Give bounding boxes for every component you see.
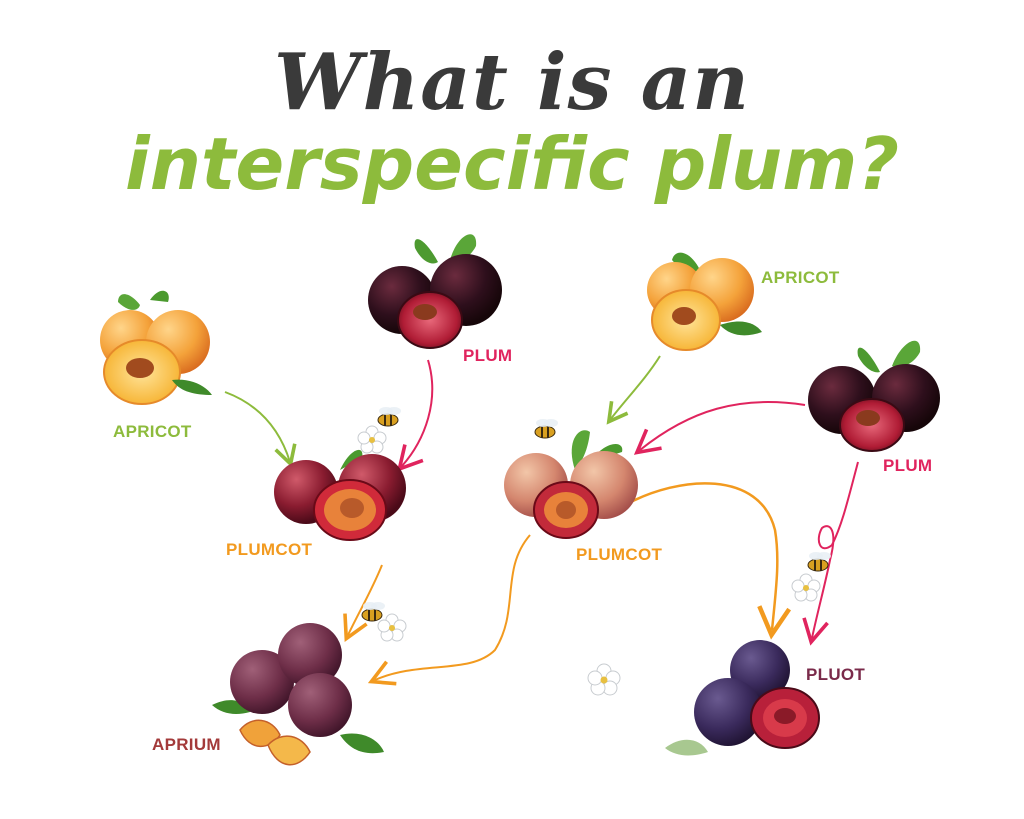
- label-apricot-right: APRICOT: [761, 268, 840, 287]
- plum-right-fruit: [808, 340, 940, 452]
- arrow-plumcot-center-to-pluot: [624, 482, 792, 640]
- pluot-fruit: [665, 640, 820, 756]
- blossom-icon-1: [357, 425, 387, 454]
- arrow-plum-right-to-plumcot: [633, 401, 806, 455]
- arrow-plumcot-center-to-aprium: [367, 534, 531, 686]
- label-apricot-left: APRICOT: [113, 422, 192, 441]
- arrow-plumcot-to-aprium: [343, 564, 383, 642]
- arrows: [224, 355, 859, 686]
- label-plum-top: PLUM: [463, 346, 513, 365]
- label-pluot: PLUOT: [806, 665, 866, 684]
- label-aprium: APRIUM: [152, 735, 221, 754]
- blossom-icon-3: [791, 573, 821, 602]
- arrow-apricot-right-to-plumcot: [606, 355, 661, 425]
- plumcot-left-fruit: [274, 449, 406, 541]
- title-line-2: interspecific plum?: [125, 122, 899, 206]
- plum-top-fruit: [368, 234, 502, 349]
- arrow-apricot-to-plumcot: [224, 391, 297, 468]
- apricot-left-fruit: [100, 290, 212, 405]
- title-line-1: What is an: [274, 37, 750, 128]
- bee-icon-1: [377, 407, 401, 427]
- apricot-right-fruit: [647, 252, 762, 351]
- label-plumcot-left: PLUMCOT: [226, 540, 313, 559]
- plumcot-center-fruit: [504, 430, 638, 539]
- aprium-fruit: [212, 623, 384, 766]
- bee-icon-2: [534, 419, 558, 439]
- blossom-icon-2: [377, 613, 407, 642]
- blossom-icon-4: [587, 663, 621, 696]
- bee-icon-3: [361, 602, 385, 622]
- arrow-plum-right-to-pluot: [802, 461, 859, 646]
- label-plumcot-center: PLUMCOT: [576, 545, 663, 564]
- arrow-plum-to-plumcot: [396, 359, 434, 472]
- label-plum-right: PLUM: [883, 456, 933, 475]
- bee-icon-4: [807, 552, 831, 572]
